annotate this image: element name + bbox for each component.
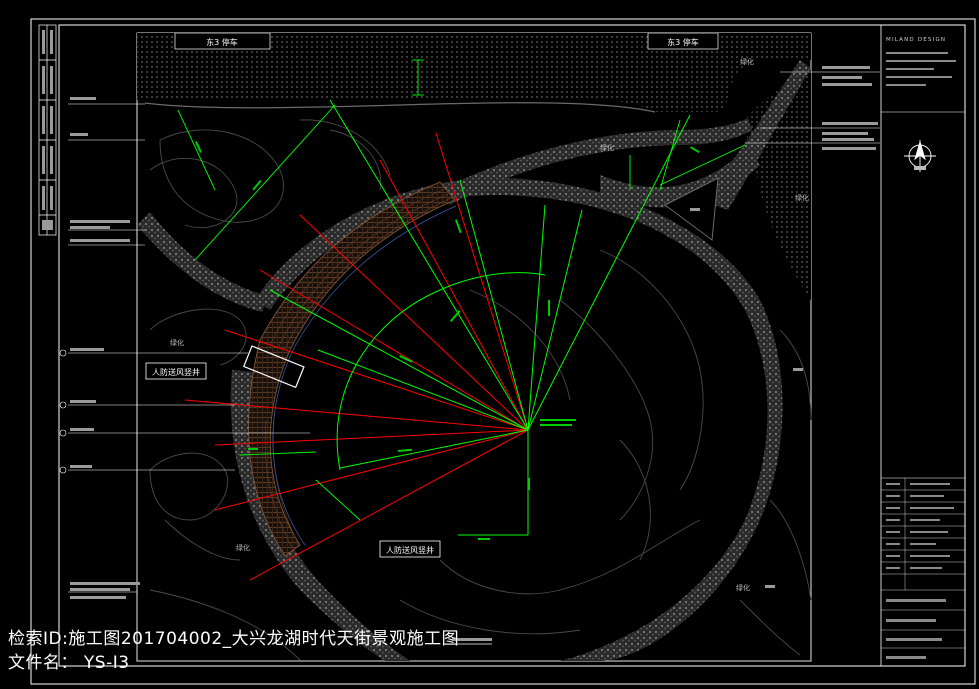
right-annotations — [745, 71, 880, 144]
radius-arc — [336, 272, 546, 471]
top-dimension — [412, 59, 424, 96]
binding-text-marks — [42, 30, 53, 230]
sheet-border — [30, 18, 976, 685]
air-shaft-label-bottom-text: 人防送风竖井 — [386, 545, 434, 555]
stone-path-junction — [600, 150, 760, 208]
left-annotation-text-marks — [70, 97, 140, 599]
radial-setout-lines — [184, 99, 691, 581]
title-block: MILAND DESIGN — [880, 24, 966, 667]
more-grass-marks — [690, 208, 803, 588]
centre-point-note — [540, 419, 576, 426]
scale-note — [452, 638, 492, 645]
title-block-header: MILAND DESIGN — [886, 37, 946, 43]
grass-label: 绿化 — [795, 193, 809, 202]
plan-frame — [136, 32, 812, 662]
seating-rows — [264, 188, 452, 549]
inner-border — [58, 24, 966, 667]
plaza-paving-top — [137, 33, 811, 112]
right-annotation-text-marks — [822, 66, 878, 150]
left-annotations — [59, 103, 310, 593]
air-shaft-label-bottom: 人防送风竖井 — [379, 540, 441, 558]
watermark-id-line: 检索ID:施工图201704002_大兴龙湖时代天街景观施工图 — [8, 629, 460, 649]
amphitheatre-seating — [248, 181, 456, 557]
north-arrow-icon — [904, 140, 936, 172]
green-leaders — [177, 104, 746, 521]
grass-label: 绿化 — [170, 338, 184, 347]
stone-path-left — [137, 212, 268, 312]
grass-label: 绿化 — [600, 143, 614, 152]
watermark-file-line: 文件名： YS-I3 — [8, 653, 130, 673]
grass-label: 绿化 — [236, 543, 250, 552]
grass-label: 绿化 — [736, 583, 750, 592]
air-shaft-label-left: 人防送风竖井 — [145, 362, 207, 380]
air-shaft-label-left-text: 人防送风竖井 — [152, 367, 200, 377]
parking-label-left: 东3 停车 — [174, 32, 271, 50]
grass-labels: 绿化 绿化 绿化 绿化 绿化 绿化 — [170, 57, 809, 592]
lawn-edge-top — [144, 102, 656, 113]
vent-footprint — [242, 345, 305, 389]
grass-label: 绿化 — [740, 57, 754, 66]
parking-label-left-text: 东3 停车 — [206, 37, 238, 47]
dimension-text-marks — [195, 141, 700, 540]
parking-label-right: 东3 停车 — [647, 32, 719, 50]
left-binding-strip — [38, 24, 57, 236]
parking-label-right-text: 东3 停车 — [667, 37, 699, 47]
